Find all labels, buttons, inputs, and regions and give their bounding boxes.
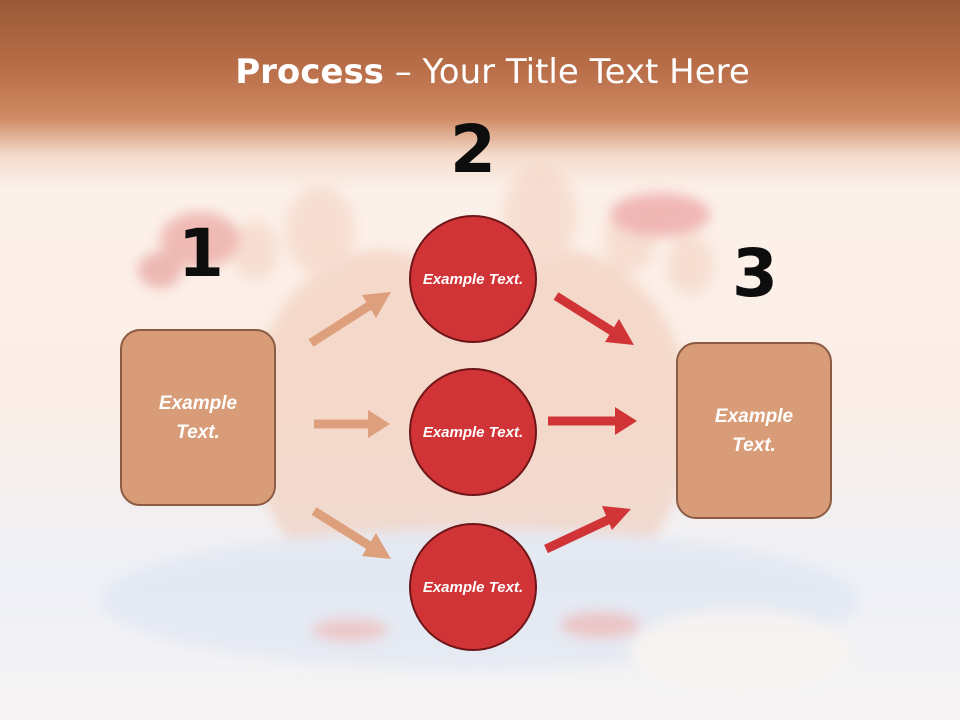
arrow-middle-to-right: [548, 407, 637, 435]
right-box-text: Example Text.: [714, 405, 794, 456]
circle-middle-text: Example Text.: [422, 423, 524, 441]
title-band: [0, 0, 960, 190]
circle-step-middle[interactable]: Example Text.: [409, 368, 537, 496]
arrow-left-to-middle: [314, 410, 390, 438]
arrow-bottom-to-right: [544, 506, 631, 554]
arrow-top-to-right: [553, 292, 634, 345]
arrow-left-to-top: [308, 292, 391, 347]
step-number-3: 3: [732, 235, 778, 312]
left-box-text: Example Text.: [158, 392, 238, 443]
step-number-1: 1: [178, 215, 224, 292]
left-process-box[interactable]: Example Text.: [120, 329, 276, 506]
right-process-box[interactable]: Example Text.: [676, 342, 832, 519]
circle-step-bottom[interactable]: Example Text.: [409, 523, 537, 651]
title-bold: Process: [235, 52, 384, 92]
circle-bottom-text: Example Text.: [422, 578, 524, 596]
circle-top-text: Example Text.: [422, 270, 524, 288]
arrow-left-to-bottom: [311, 507, 391, 559]
circle-step-top[interactable]: Example Text.: [409, 215, 537, 343]
step-number-2: 2: [450, 111, 496, 188]
title-rest: – Your Title Text Here: [383, 52, 750, 92]
slide-title: Process – Your Title Text Here: [0, 52, 960, 92]
